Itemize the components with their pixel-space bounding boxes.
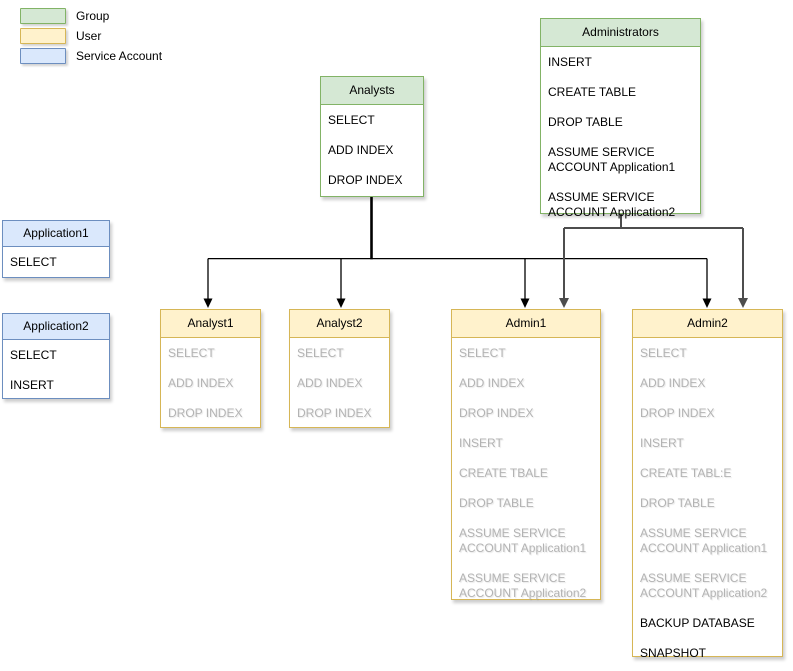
permission-item: DROP INDEX bbox=[640, 406, 715, 420]
arrowhead-admin2-administrators bbox=[738, 298, 748, 308]
node-group-analysts: Analysts SELECT ADD INDEX DROP INDEX bbox=[320, 76, 424, 197]
permission-item: DROP TABLE bbox=[459, 496, 534, 510]
permission-item: ADD INDEX bbox=[297, 376, 363, 390]
node-service-account-application1: Application1 SELECT bbox=[2, 220, 110, 278]
node-title: Analyst1 bbox=[161, 310, 260, 338]
permission-item: ASSUME SERVICE ACCOUNT Application2 bbox=[459, 571, 587, 600]
legend-item-user: User bbox=[20, 26, 162, 46]
permission-item: DROP INDEX bbox=[168, 406, 243, 420]
node-title: Administrators bbox=[541, 19, 700, 47]
permission-list: SELECT bbox=[3, 247, 109, 270]
permission-item: SELECT bbox=[168, 346, 215, 360]
permission-item: INSERT bbox=[459, 436, 503, 450]
permission-list: SELECT ADD INDEX DROP INDEX bbox=[290, 338, 389, 421]
legend-label: Group bbox=[76, 9, 110, 23]
node-user-admin1: Admin1 SELECT ADD INDEX DROP INDEX INSERT CR… bbox=[451, 309, 601, 600]
permission-item: SELECT bbox=[459, 346, 506, 360]
edge-group-administrators bbox=[563, 214, 744, 300]
edge-analysts-arrowheads bbox=[203, 298, 712, 308]
permission-item: ADD INDEX bbox=[168, 376, 234, 390]
legend-label: User bbox=[76, 29, 102, 43]
permission-item: DROP INDEX bbox=[328, 173, 403, 187]
node-title: Analysts bbox=[321, 77, 423, 105]
permission-item: DROP INDEX bbox=[459, 406, 534, 420]
permission-item: ASSUME SERVICE ACCOUNT Application2 bbox=[640, 571, 768, 600]
arrowhead-admin2-analysts bbox=[702, 298, 712, 308]
permission-list: INSERT CREATE TABLE DROP TABLE ASSUME SERVI… bbox=[541, 47, 700, 220]
arrowhead-analyst2 bbox=[336, 298, 346, 308]
permission-list: SELECT INSERT bbox=[3, 340, 109, 393]
legend-item-group: Group bbox=[20, 6, 162, 26]
node-title: Admin2 bbox=[633, 310, 782, 338]
node-title: Admin1 bbox=[452, 310, 600, 338]
permission-item: DROP INDEX bbox=[297, 406, 372, 420]
arrowhead-analyst1 bbox=[203, 298, 213, 308]
node-user-admin2: Admin2 SELECT ADD INDEX DROP INDEX INSERT CR… bbox=[632, 309, 783, 660]
permission-item: INSERT bbox=[548, 55, 592, 69]
permission-item: SELECT bbox=[10, 255, 57, 269]
permission-item: CREATE TABL:E bbox=[640, 466, 732, 480]
group-swatch bbox=[20, 8, 66, 24]
permission-list: SELECT ADD INDEX DROP INDEX INSERT CREATE TA… bbox=[633, 338, 782, 661]
permission-item: SELECT bbox=[640, 346, 687, 360]
permission-item: SELECT bbox=[328, 113, 375, 127]
permission-item: ADD INDEX bbox=[459, 376, 525, 390]
user-swatch bbox=[20, 28, 66, 44]
permission-item: ASSUME SERVICE ACCOUNT Application1 bbox=[640, 526, 768, 555]
permission-item: BACKUP DATABASE bbox=[640, 616, 755, 630]
permission-item: ADD INDEX bbox=[640, 376, 706, 390]
arrowhead-admin1-administrators bbox=[559, 298, 569, 308]
edge-group-analysts bbox=[207, 197, 708, 301]
permission-item: ASSUME SERVICE ACCOUNT Application2 bbox=[548, 190, 676, 219]
edge-administrators-arrowheads bbox=[559, 298, 748, 308]
permission-item: SELECT bbox=[297, 346, 344, 360]
node-title: Analyst2 bbox=[290, 310, 389, 338]
node-group-administrators: Administrators INSERT CREATE TABLE DROP TA… bbox=[540, 18, 701, 219]
legend-item-service-account: Service Account bbox=[20, 46, 162, 66]
node-service-account-application2: Application2 SELECT INSERT bbox=[2, 313, 110, 399]
permission-item: DROP TABLE bbox=[640, 496, 715, 510]
permission-list: SELECT ADD INDEX DROP INDEX bbox=[321, 105, 423, 188]
permission-list: SELECT ADD INDEX DROP INDEX INSERT CREATE TB… bbox=[452, 338, 600, 601]
permission-item: SNAPSHOT bbox=[640, 646, 707, 660]
permission-item: ADD INDEX bbox=[328, 143, 394, 157]
node-title: Application1 bbox=[3, 221, 109, 247]
permission-item: CREATE TBALE bbox=[459, 466, 548, 480]
node-user-analyst1: Analyst1 SELECT ADD INDEX DROP INDEX bbox=[160, 309, 261, 428]
arrowhead-admin1-analysts bbox=[520, 298, 530, 308]
permission-list: SELECT ADD INDEX DROP INDEX bbox=[161, 338, 260, 421]
permission-item: SELECT bbox=[10, 348, 57, 362]
permission-item: INSERT bbox=[640, 436, 684, 450]
node-title: Application2 bbox=[3, 314, 109, 340]
permission-item: CREATE TABLE bbox=[548, 85, 637, 99]
node-user-analyst2: Analyst2 SELECT ADD INDEX DROP INDEX bbox=[289, 309, 390, 428]
permission-item: DROP TABLE bbox=[548, 115, 623, 129]
permission-item: ASSUME SERVICE ACCOUNT Application1 bbox=[459, 526, 587, 555]
legend: Group User Service Account bbox=[20, 6, 162, 66]
permission-item: INSERT bbox=[10, 378, 54, 392]
legend-label: Service Account bbox=[76, 49, 163, 63]
service-account-swatch bbox=[20, 48, 66, 64]
permission-item: ASSUME SERVICE ACCOUNT Application1 bbox=[548, 145, 676, 174]
